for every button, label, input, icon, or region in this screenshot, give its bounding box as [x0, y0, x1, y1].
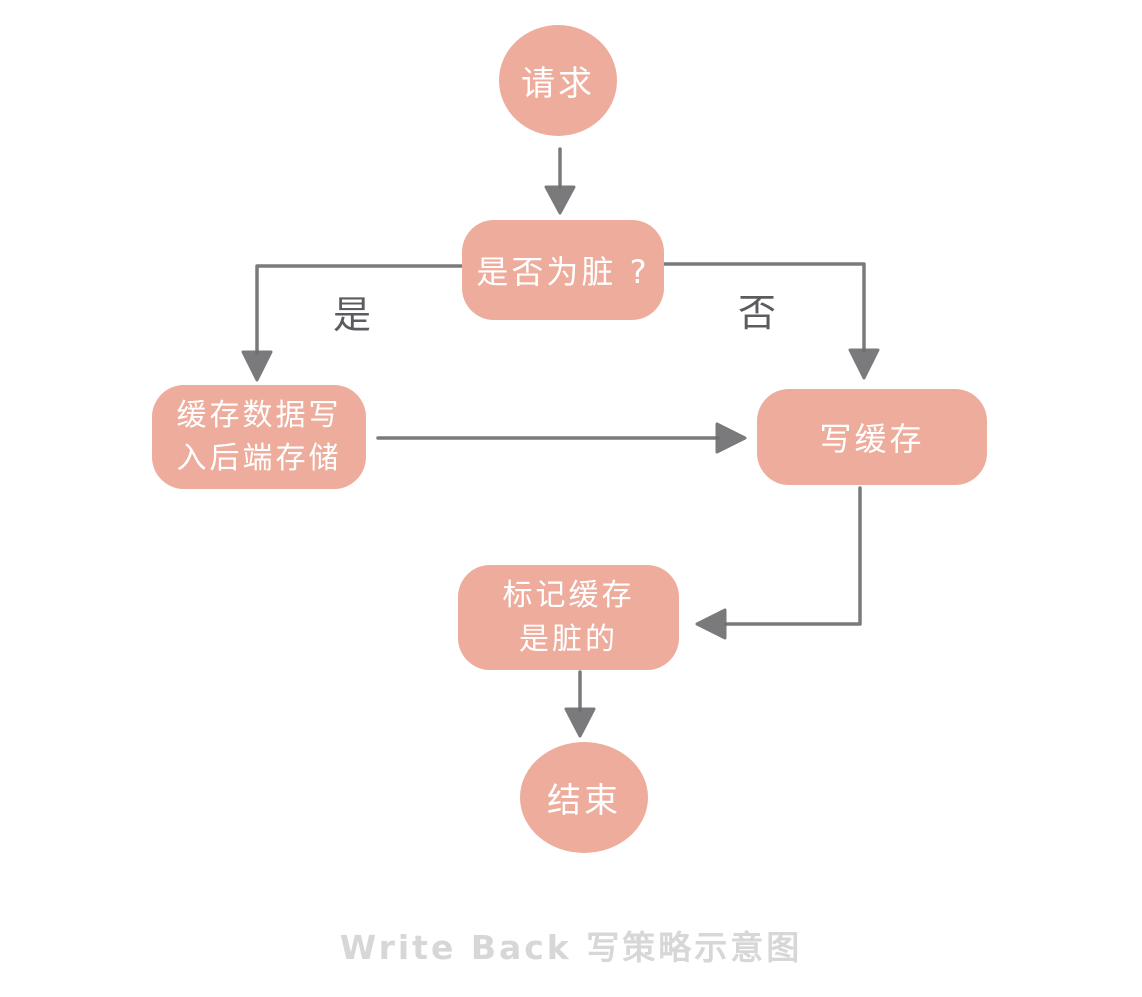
node-mark-dirty: 标记缓存 是脏的 [458, 565, 679, 670]
edge-line [255, 264, 464, 355]
node-write-cache: 写缓存 [757, 389, 987, 485]
edge-line [724, 486, 862, 626]
arrowhead-left-icon [695, 608, 727, 640]
edge-write-backend-to-write-cache [376, 422, 747, 454]
edge-mark-dirty-to-end [564, 670, 596, 738]
node-start: 请求 [499, 25, 617, 136]
arrowhead-down-icon [848, 348, 880, 380]
edge-line [661, 262, 866, 353]
edge-write-cache-to-mark-dirty [695, 486, 862, 640]
arrowhead-down-icon [241, 350, 273, 382]
diagram-caption: Write Back 写策略示意图 [339, 928, 803, 967]
edge-decision-to-write-cache [661, 262, 880, 380]
arrowhead-right-icon [715, 422, 747, 454]
node-write-backend: 缓存数据写 入后端存储 [152, 385, 366, 489]
edge-decision-to-write-backend [241, 264, 464, 382]
edge-start-to-decision [544, 147, 576, 215]
edge-label-yes: 是 [332, 293, 371, 337]
node-decision: 是否为脏 ? [462, 220, 664, 320]
arrowhead-down-icon [564, 707, 596, 738]
edge-label-no: 否 [737, 291, 776, 335]
node-end: 结束 [520, 742, 648, 853]
arrowhead-down-icon [544, 185, 576, 215]
